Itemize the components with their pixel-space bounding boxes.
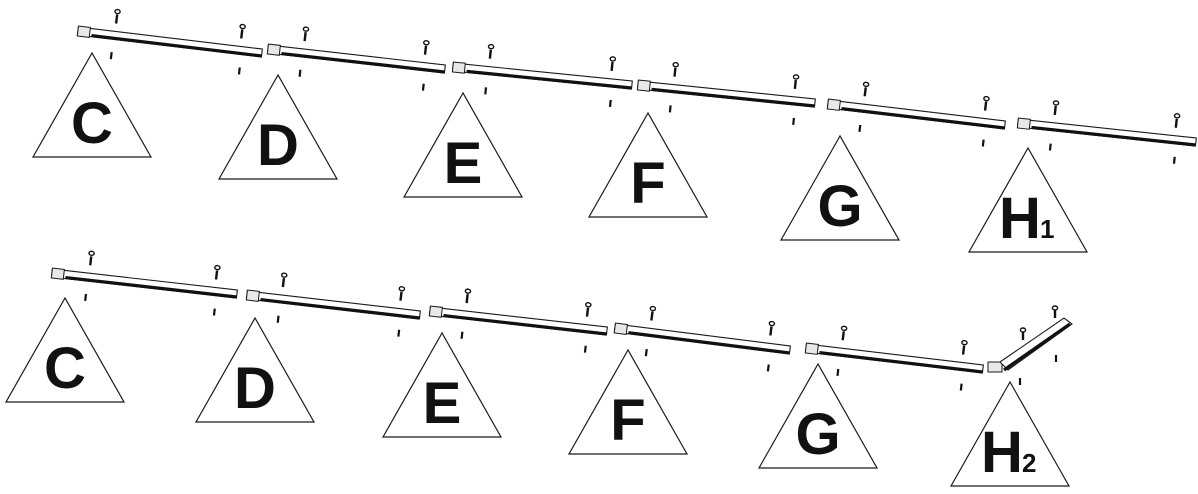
mounting-screw-icon	[1051, 305, 1059, 318]
section-letter: C	[71, 91, 113, 156]
track-rail-segment	[451, 44, 633, 108]
section-label-triangle: F	[587, 111, 709, 218]
mounting-screw-icon	[840, 325, 848, 341]
anchor-pin-icon	[237, 67, 241, 75]
anchor-pin-icon	[981, 139, 985, 147]
mounting-screw-icon	[1052, 100, 1060, 115]
anchor-pin-icon	[836, 368, 840, 377]
rail-end-connector	[826, 98, 841, 111]
mounting-screw-icon	[768, 320, 776, 336]
mounting-screw-icon	[423, 40, 430, 55]
rail-end-connector	[428, 305, 443, 318]
rail-end-connector	[76, 25, 91, 38]
mounting-screw-icon	[1173, 113, 1181, 128]
anchor-pin-icon	[212, 308, 216, 316]
mounting-screw-icon	[464, 288, 472, 304]
section-subscript: 2	[1022, 448, 1036, 478]
rail-end-connector	[613, 322, 628, 336]
anchor-pin-icon	[298, 69, 302, 77]
mounting-screw-icon	[302, 26, 310, 42]
mounting-screw-icon	[609, 56, 617, 72]
section-letter: F	[630, 151, 665, 216]
rail-end-connector	[245, 289, 260, 302]
track-rail-segment	[50, 250, 238, 316]
section-label-triangle: E	[402, 91, 524, 198]
section-subscript: 1	[1040, 214, 1054, 244]
anchor-pin-icon	[276, 315, 280, 323]
section-letter: H	[999, 186, 1041, 251]
rail-end-connector	[804, 342, 819, 355]
anchor-pin-icon	[792, 117, 796, 126]
section-letter: C	[44, 336, 86, 401]
rail-end-connector	[636, 79, 651, 92]
mounting-screw-icon	[792, 74, 800, 90]
section-label-triangle: E	[381, 331, 503, 438]
mounting-screw-icon	[487, 44, 495, 59]
anchor-pin-icon	[858, 124, 862, 133]
mounting-screw-icon	[1019, 327, 1027, 340]
track-rail-segment	[245, 272, 421, 337]
anchor-pin-icon	[608, 99, 612, 108]
mounting-screw-icon	[114, 8, 121, 24]
mounting-screw-icon	[585, 302, 592, 317]
mounting-screw-icon	[649, 305, 657, 321]
anchor-pin-icon	[583, 345, 587, 353]
section-letter: F	[610, 388, 645, 453]
section-letter: G	[817, 174, 862, 239]
rail-end-connector	[451, 61, 466, 74]
track-rail-segment	[428, 288, 608, 353]
rail-end-connector	[1016, 117, 1031, 130]
section-label-triangle: G	[779, 134, 901, 241]
mounting-screw-icon	[672, 62, 680, 77]
track-rail-segment	[613, 305, 791, 372]
anchor-pin-icon	[959, 383, 963, 391]
mounting-screw-icon	[88, 250, 95, 266]
section-label-triangle: C	[4, 296, 126, 403]
corner-track-piece	[987, 305, 1073, 385]
track-rail-segment	[1016, 100, 1197, 164]
anchor-pin-icon	[397, 329, 401, 337]
section-label-triangle: D	[217, 73, 339, 180]
mounting-screw-icon	[862, 81, 870, 97]
anchor-pin-icon	[668, 105, 672, 113]
section-letter: D	[234, 356, 276, 421]
track-rail-segment	[76, 8, 263, 75]
mounting-screw-icon	[961, 339, 968, 355]
mounting-screw-icon	[280, 272, 288, 288]
section-label-triangle: C	[31, 51, 153, 158]
mounting-screw-icon	[983, 95, 990, 111]
track-rail-segment	[804, 325, 984, 391]
rail-end-connector	[50, 267, 65, 280]
anchor-pin-icon	[1048, 143, 1052, 151]
section-letter: H	[981, 420, 1023, 485]
mounting-screw-icon	[398, 286, 406, 301]
section-label-triangle: G	[757, 362, 879, 469]
anchor-pin-icon	[644, 348, 648, 357]
anchor-pin-icon	[84, 293, 88, 302]
section-letter: E	[423, 371, 462, 436]
section-label-triangle: D	[194, 316, 316, 423]
anchor-pin-icon	[766, 364, 770, 372]
anchor-pin-icon	[109, 52, 113, 60]
track-rail-segment	[266, 26, 446, 91]
section-letter: D	[257, 113, 299, 178]
track-rail-segment	[636, 62, 816, 126]
anchor-pin-icon	[421, 83, 425, 91]
rail-end-connector	[266, 43, 281, 56]
section-label-triangle: F	[567, 348, 689, 455]
track-rail-segment	[826, 81, 1006, 147]
section-letter: G	[795, 402, 840, 467]
mounting-screw-icon	[239, 23, 246, 39]
anchor-pin-icon	[1172, 156, 1176, 164]
anchor-pin-icon	[484, 87, 488, 95]
section-letter: E	[444, 131, 483, 196]
anchor-pin-icon	[460, 331, 464, 339]
mounting-screw-icon	[214, 264, 221, 280]
